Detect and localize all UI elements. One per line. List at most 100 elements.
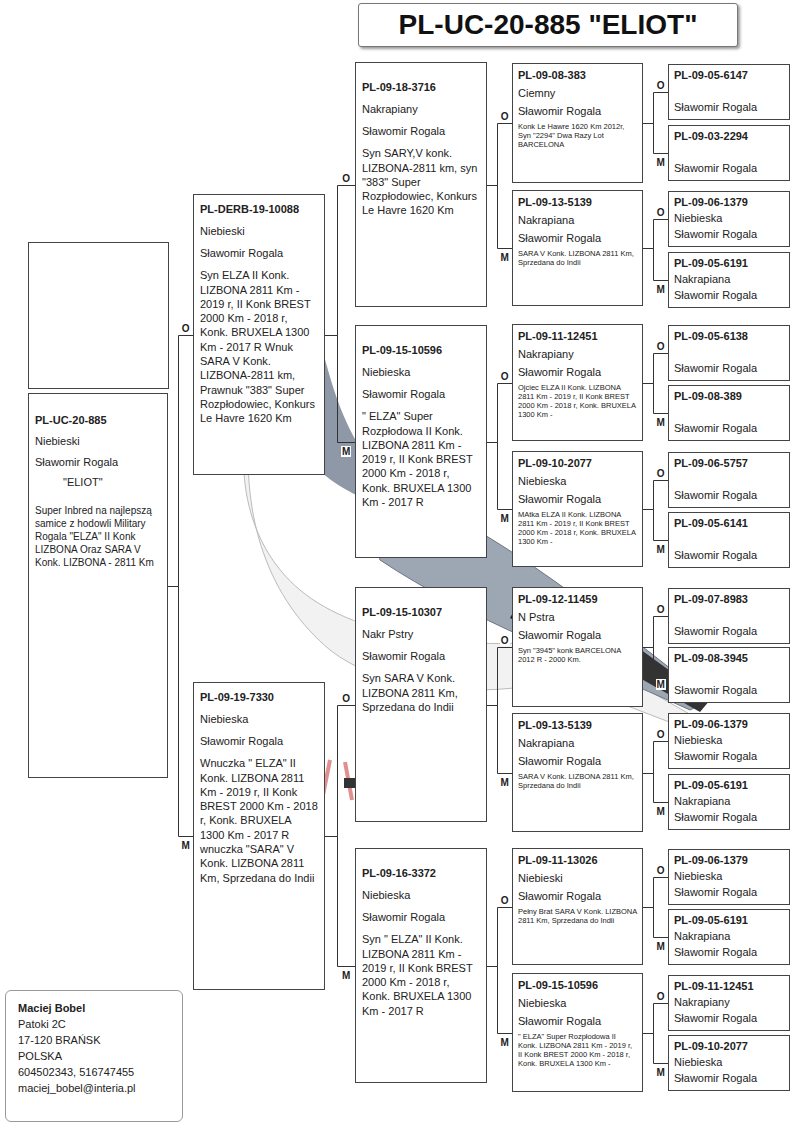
pedigree-box: PL-09-05-6191NakrapianaSławomir Rogala bbox=[668, 909, 790, 965]
ring-number: PL-09-06-5757 bbox=[674, 457, 784, 471]
achievement-note: " ELZA" Super Rozpłodowa II Konk. LIZBON… bbox=[362, 409, 480, 509]
pedigree-field: Sławomir Rogala bbox=[518, 1015, 637, 1029]
pedigree-field: Sławomir Rogala bbox=[674, 549, 784, 563]
pedigree-connector bbox=[643, 1034, 668, 1064]
pedigree-field: Sławomir Rogala bbox=[518, 629, 637, 643]
empty-photo-box bbox=[29, 243, 169, 389]
pedigree-field: Niebieska bbox=[674, 1056, 784, 1070]
owner-address-line: 17-120 BRAŃSK bbox=[18, 1033, 170, 1049]
ring-number: PL-09-08-383 bbox=[518, 69, 637, 83]
parent-sex-label: M bbox=[656, 544, 666, 555]
pedigree-field: Sławomir Rogala bbox=[362, 911, 480, 925]
parent-sex-label: O bbox=[656, 865, 666, 876]
pedigree-field: Niebieski bbox=[35, 435, 161, 449]
parent-sex-label: O bbox=[181, 323, 191, 334]
pedigree-field: Sławomir Rogala bbox=[674, 946, 784, 960]
pedigree-box: PL-09-08-3945Sławomir Rogala bbox=[668, 647, 790, 703]
pedigree-connector bbox=[325, 186, 355, 336]
pedigree-field: Niebieska bbox=[362, 366, 480, 380]
parent-sex-label: M bbox=[181, 840, 191, 851]
achievement-note: Wnuczka " ELZA" II Konk. LIZBONA 2811 Km… bbox=[200, 756, 318, 885]
pedigree-box: PL-DERB-19-10088NiebieskiSławomir Rogala… bbox=[193, 194, 325, 475]
owner-address-line: POLSKA bbox=[18, 1049, 170, 1065]
pedigree-connector bbox=[487, 967, 512, 1034]
pedigree-connector bbox=[643, 481, 668, 510]
ring-number: PL-UC-20-885 bbox=[35, 414, 161, 428]
pedigree-field: Nakrapiana bbox=[674, 930, 784, 944]
pedigree-box: PL-09-15-10596NiebieskaSławomir Rogala" … bbox=[512, 973, 643, 1092]
pedigree-field: Nakrapiana bbox=[518, 737, 637, 751]
pedigree-box: PL-09-13-5139NakrapianaSławomir RogalaSA… bbox=[512, 713, 643, 832]
pedigree-connector bbox=[643, 354, 668, 384]
pedigree-box: PL-09-05-6191NakrapianaSławomir Rogala bbox=[668, 774, 790, 830]
pedigree-box: PL-09-05-6138Sławomir Rogala bbox=[668, 325, 790, 381]
pedigree-field: Niebieska bbox=[674, 870, 784, 884]
pedigree-field: Sławomir Rogala bbox=[674, 289, 784, 303]
pedigree-connector bbox=[325, 336, 355, 443]
ring-number: PL-09-15-10307 bbox=[362, 606, 480, 620]
pedigree-box: PL-09-11-12451NakrapianySławomir RogalaO… bbox=[512, 324, 643, 441]
pedigree-field: Niebieska bbox=[200, 713, 318, 727]
pedigree-field: Sławomir Rogala bbox=[674, 750, 784, 764]
pedigree-connector bbox=[643, 510, 668, 541]
pedigree-connector bbox=[325, 706, 355, 837]
pedigree-field: Sławomir Rogala bbox=[518, 366, 637, 380]
pedigree-field: N Pstra bbox=[518, 611, 637, 625]
pedigree-field: Sławomir Rogala bbox=[674, 101, 784, 115]
pedigree-field: Sławomir Rogala bbox=[200, 735, 318, 749]
pedigree-box: PL-UC-20-885NiebieskiSławomir Rogala"ELI… bbox=[28, 393, 168, 778]
pedigree-field: Sławomir Rogala bbox=[674, 886, 784, 900]
achievement-note: Super Inbred na najlepszą samice z hodow… bbox=[35, 504, 161, 569]
pedigree-field: Sławomir Rogala bbox=[674, 362, 784, 376]
parent-sex-label: O bbox=[500, 111, 510, 122]
ring-number: PL-09-19-7330 bbox=[200, 691, 318, 705]
parent-sex-label: O bbox=[500, 371, 510, 382]
ring-number: PL-09-05-6191 bbox=[674, 257, 784, 271]
pedigree-box: PL-09-10-2077NiebieskaSławomir RogalaMAt… bbox=[512, 451, 643, 567]
parent-sex-label: M bbox=[656, 679, 666, 690]
ring-number: PL-09-05-6138 bbox=[674, 330, 784, 344]
pedigree-field: Sławomir Rogala bbox=[674, 1012, 784, 1026]
pedigree-connector bbox=[168, 336, 193, 587]
pedigree-field: Sławomir Rogala bbox=[362, 388, 480, 402]
ring-number: PL-09-06-1379 bbox=[674, 718, 784, 732]
pedigree-connector bbox=[325, 837, 355, 967]
ring-number: PL-09-05-6191 bbox=[674, 779, 784, 793]
pedigree-box: PL-09-06-1379NiebieskaSławomir Rogala bbox=[668, 849, 790, 905]
ring-number: PL-09-13-5139 bbox=[518, 196, 637, 210]
title-box: PL-UC-20-885 "ELIOT" bbox=[358, 3, 738, 47]
ring-number: PL-09-05-6147 bbox=[674, 69, 784, 83]
ring-number: PL-09-13-5139 bbox=[518, 719, 637, 733]
pedigree-field: Sławomir Rogala bbox=[674, 162, 784, 176]
owner-address-line: 604502343, 516747455 bbox=[18, 1065, 170, 1081]
achievement-note: Syn ELZA II Konk. LIZBONA 2811 Km - 2019… bbox=[200, 268, 318, 425]
pedigree-connector bbox=[487, 706, 512, 774]
parent-sex-label: M bbox=[500, 1037, 510, 1048]
parent-sex-label: O bbox=[341, 693, 351, 704]
pedigree-field: Sławomir Rogala bbox=[518, 890, 637, 904]
pedigree-field: Niebieska bbox=[518, 475, 637, 489]
pedigree-box: PL-09-06-1379NiebieskaSławomir Rogala bbox=[668, 191, 790, 247]
pedigree-connector bbox=[643, 93, 668, 124]
pedigree-connector bbox=[487, 186, 512, 249]
pedigree-box: PL-09-10-2077NiebieskaSławomir Rogala bbox=[668, 1035, 790, 1091]
pedigree-box: PL-09-03-2294Sławomir Rogala bbox=[668, 125, 790, 181]
ring-number: PL-09-10-2077 bbox=[518, 457, 637, 471]
parent-sex-label: O bbox=[341, 173, 351, 184]
pedigree-field: Sławomir Rogala bbox=[674, 489, 784, 503]
achievement-note: Ojciec ELZA II Konk. LIZBONA 2811 Km - 2… bbox=[518, 383, 637, 419]
pedigree-connector bbox=[487, 648, 512, 706]
pedigree-box: PL-09-11-12451NakrapianySławomir Rogala bbox=[668, 975, 790, 1031]
pedigree-field: Nakrapiana bbox=[674, 795, 784, 809]
pedigree-field: Nakrapiana bbox=[674, 273, 784, 287]
achievement-note: Konk Le Hawre 1620 Km 2012r, Syn "2294" … bbox=[518, 122, 637, 149]
pedigree-box: PL-09-19-7330NiebieskaSławomir RogalaWnu… bbox=[193, 682, 325, 990]
pedigree-box: PL-09-13-5139NakrapianaSławomir RogalaSA… bbox=[512, 190, 643, 306]
pedigree-field: Sławomir Rogala bbox=[200, 247, 318, 261]
parent-sex-label: O bbox=[656, 341, 666, 352]
ring-number: PL-09-06-1379 bbox=[674, 854, 784, 868]
ring-number: PL-09-11-12451 bbox=[518, 330, 637, 344]
pedigree-field: Sławomir Rogala bbox=[518, 232, 637, 246]
parent-sex-label: M bbox=[656, 1067, 666, 1078]
